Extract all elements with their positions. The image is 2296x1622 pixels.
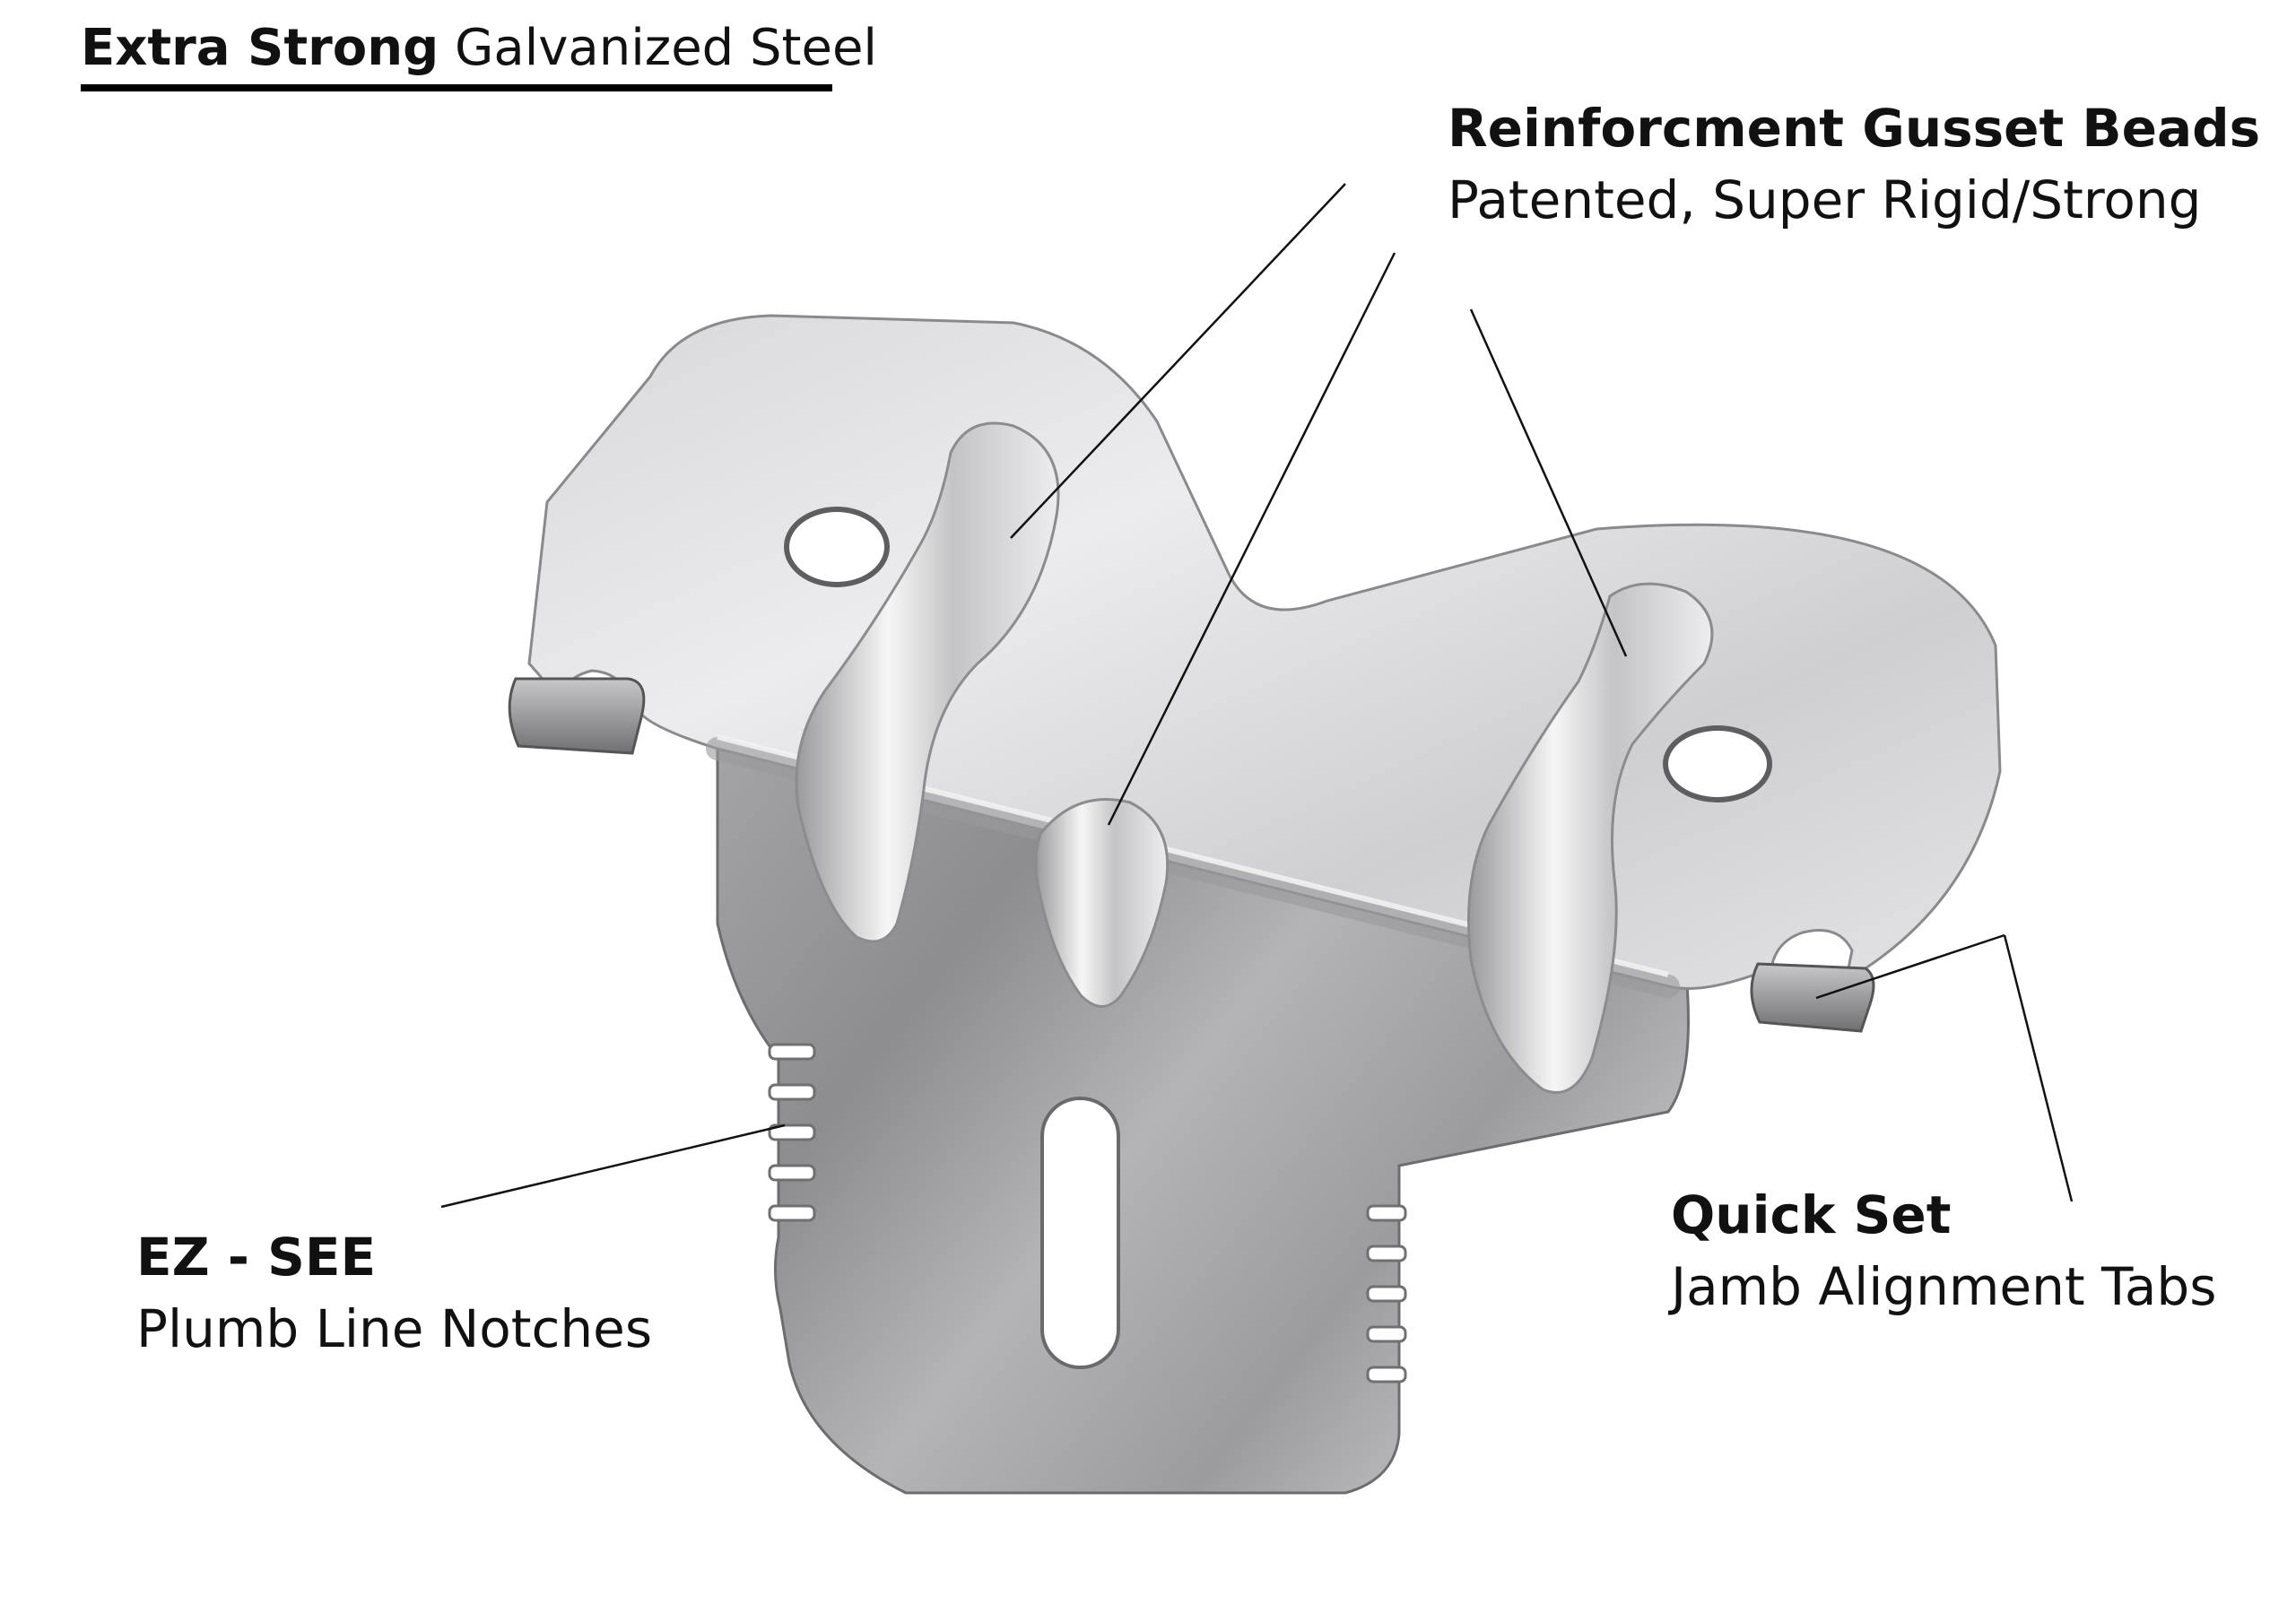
gusset-bead-center [1034,798,1170,1008]
right-notches [1366,1204,1407,1383]
left-mount-hole [784,507,890,587]
callout-quick-text: Jamb Alignment Tabs [1671,1256,2217,1317]
leader-gusset-3 [1469,308,1628,657]
callout-quick-heading: Quick Set [1671,1184,1952,1245]
top-plate [527,314,2002,990]
callout-ez-text: Plumb Line Notches [136,1298,653,1359]
page-title: Extra Strong Galvanized Steel [81,18,877,79]
callout-ez-see: EZ - SEE Plumb Line Notches [136,1223,652,1366]
leader-gusset-1 [1010,183,1346,539]
plumb-notches [768,1043,816,1222]
callout-quick-set: Quick Set Jamb Alignment Tabs [1671,1181,2216,1324]
leader-gusset-2 [1107,252,1396,826]
title-rest: Galvanized Steel [455,19,877,77]
callout-gusset-text: Patented, Super Rigid/Strong [1448,169,2202,230]
left-alignment-tab [508,677,646,755]
callout-ez-heading: EZ - SEE [136,1227,377,1288]
callout-gusset-heading: Reinforcment Gusset Beads [1448,98,2261,159]
adjustment-slot [1040,1097,1120,1369]
title-bold: Extra Strong [81,19,439,77]
leader-lines [440,183,2074,1209]
leader-quick-2 [2003,934,2074,1202]
gusset-bead-right [1467,582,1714,1094]
title-underline [81,84,832,91]
callout-gusset-beads: Reinforcment Gusset Beads Patented, Supe… [1448,94,2260,238]
leader-ez [440,1123,786,1209]
right-mount-hole [1663,725,1772,802]
leader-quick-1 [1815,933,2005,1000]
gusset-bead-left [795,421,1060,943]
right-alignment-tab [1750,962,1875,1033]
